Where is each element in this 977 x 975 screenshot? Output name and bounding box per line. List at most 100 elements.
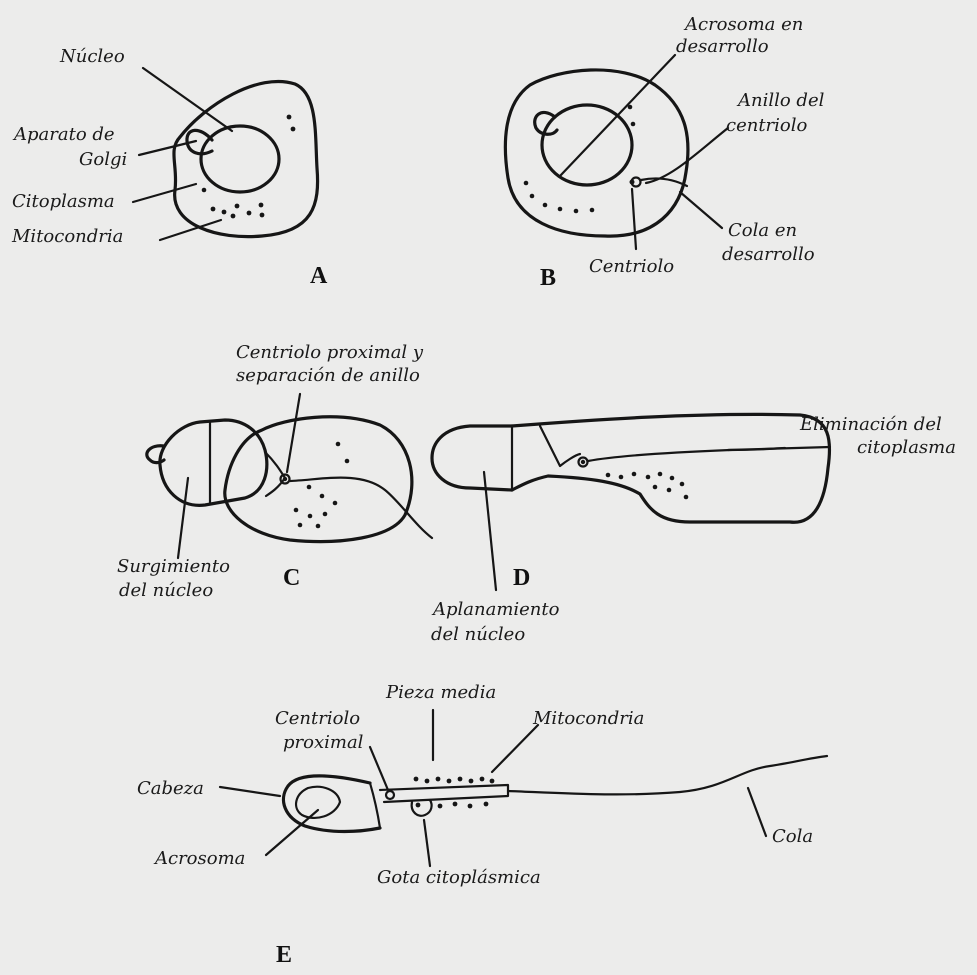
mitochondria-dot-a4 <box>231 214 236 219</box>
pointer-mitocondria-e <box>492 725 538 772</box>
mito-dot-e5 <box>458 777 463 782</box>
label-surgimiento-1: Surgimiento <box>117 556 230 577</box>
mito-dot-e9 <box>416 803 421 808</box>
pointer-gota <box>424 820 430 866</box>
mito-dot-e6 <box>469 779 474 784</box>
mitochondria-dot-a3 <box>235 204 240 209</box>
pointer-centriolo-c <box>287 394 300 472</box>
cytoplasm-dot-c2 <box>345 459 350 464</box>
label-mitocondria-e: Mitocondria <box>532 708 644 729</box>
head-e <box>283 776 380 832</box>
mitochondria-dot-a7 <box>260 213 265 218</box>
cytoplasm-dot-d6 <box>670 476 675 481</box>
panel-letter-a: A <box>310 263 328 289</box>
label-acrosoma-e: Acrosoma <box>153 848 245 869</box>
cytoplasm-dot-b6 <box>558 207 563 212</box>
pointer-citoplasma <box>133 184 196 202</box>
label-golgi-2: Golgi <box>79 149 127 170</box>
label-centriolo-c-2: separación de anillo <box>236 365 420 386</box>
pointer-cola-b <box>680 192 722 228</box>
cytoplasm-dot-c10 <box>316 524 321 529</box>
cytoplasm-dot-a3 <box>202 188 207 193</box>
cell-b-membrane <box>505 70 688 236</box>
tail-e <box>508 756 827 794</box>
label-acrosoma-b-2: desarrollo <box>676 36 769 57</box>
cytoplasm-dot-c4 <box>320 494 325 499</box>
mito-dot-e11 <box>453 802 458 807</box>
cytoplasm-dot-b7 <box>574 209 579 214</box>
cytoplasm-dot-b5 <box>543 203 548 208</box>
label-gota: Gota citoplásmica <box>377 867 541 888</box>
mito-dot-e10 <box>438 804 443 809</box>
nucleus-c <box>160 420 267 505</box>
panel-c: Centriolo proximal y separación de anill… <box>117 342 432 601</box>
acrosome-e <box>296 787 340 818</box>
panel-a: Núcleo Aparato de Golgi Citoplasma Mitoc… <box>11 46 328 289</box>
cytoplasm-dot-c7 <box>308 514 313 519</box>
cytoplasm-dot-d8 <box>667 488 672 493</box>
cytoplasm-dot-d1 <box>606 473 611 478</box>
label-mitocondria: Mitocondria <box>11 226 123 247</box>
label-centriolo-e-1: Centriolo <box>275 708 360 729</box>
panel-letter-d: D <box>513 565 530 591</box>
cytoplasm-dot-b4 <box>530 194 535 199</box>
mito-dot-e3 <box>436 777 441 782</box>
pointer-nucleo <box>143 68 232 131</box>
mitochondria-dot-a6 <box>259 203 264 208</box>
pointer-eliminacion <box>728 447 830 450</box>
mitochondria-dot-a1 <box>211 207 216 212</box>
mito-dot-e8 <box>490 779 495 784</box>
panel-letter-c: C <box>283 565 300 591</box>
label-centriolo-b: Centriolo <box>589 256 674 277</box>
cytoplasm-dot-c8 <box>323 512 328 517</box>
pointer-centriolo-e <box>370 747 388 790</box>
nucleus-d <box>432 426 512 490</box>
pointer-surgimiento <box>178 478 188 558</box>
cytoplasm-dot-d3 <box>632 472 637 477</box>
cytoplasm-dot-c1 <box>336 442 341 447</box>
nucleus-a <box>201 126 279 192</box>
label-centriolo-c-1: Centriolo proximal y <box>236 342 424 363</box>
pointer-cabeza <box>220 787 280 796</box>
cytoplasm-dot-c9 <box>298 523 303 528</box>
cytoplasm-dot-c6 <box>294 508 299 513</box>
cytoplasm-dot-d2 <box>619 475 624 480</box>
panel-letter-e: E <box>276 942 292 968</box>
label-centriolo-e-2: proximal <box>283 732 364 753</box>
label-surgimiento-2: del núcleo <box>119 580 213 601</box>
label-cola-b-1: Cola en <box>728 220 797 241</box>
mitochondria-dot-a5 <box>247 211 252 216</box>
cytoplasm-dot-c3 <box>307 485 312 490</box>
cytoplasm-dot-b2 <box>631 122 636 127</box>
mito-dot-e2 <box>425 779 430 784</box>
midpiece-e <box>380 785 508 802</box>
mito-dot-e1 <box>414 777 419 782</box>
mitochondria-dot-a2 <box>222 210 227 215</box>
cytoplasm-dot-d9 <box>680 482 685 487</box>
label-eliminacion-1: Eliminación del <box>799 414 942 435</box>
cytoplasm-dot-d4 <box>646 475 651 480</box>
panel-d: Eliminación del citoplasma Aplanamiento … <box>431 414 956 645</box>
panel-b: Acrosoma en desarrollo Anillo del centri… <box>505 14 824 291</box>
mito-dot-e4 <box>447 779 452 784</box>
label-aplanamiento-1: Aplanamiento <box>431 599 560 620</box>
label-citoplasma: Citoplasma <box>12 191 115 212</box>
label-acrosoma-b-1: Acrosoma en <box>683 14 803 35</box>
centriole-c <box>283 477 287 481</box>
droplet-e <box>412 800 432 816</box>
mito-dot-e7 <box>480 777 485 782</box>
pointer-centriolo-b <box>632 189 636 249</box>
cytoplasm-dot-a1 <box>287 115 292 120</box>
mito-dot-e13 <box>484 802 489 807</box>
label-anillo-2: centriolo <box>726 115 808 136</box>
label-cabeza: Cabeza <box>137 778 204 799</box>
mito-dot-e12 <box>468 804 473 809</box>
label-eliminacion-2: citoplasma <box>857 437 956 458</box>
label-cola-b-2: desarrollo <box>722 244 815 265</box>
panel-letter-b: B <box>540 265 556 291</box>
label-anillo-1: Anillo del <box>736 90 825 111</box>
pointer-acrosoma-b <box>560 55 675 176</box>
label-aplanamiento-2: del núcleo <box>431 624 525 645</box>
